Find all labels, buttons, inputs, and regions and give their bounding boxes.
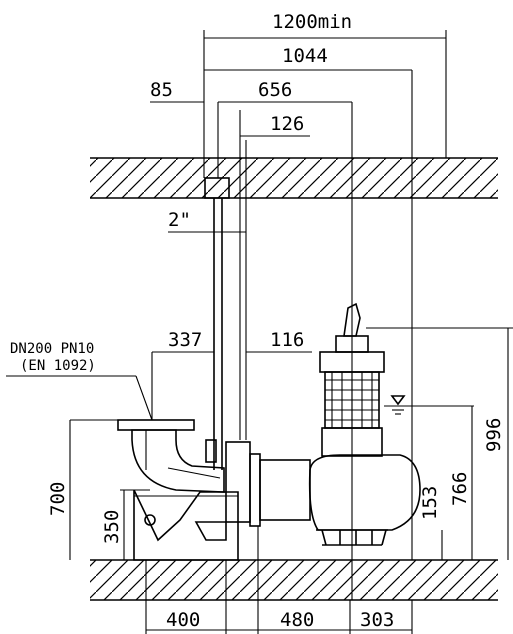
dim-pump-offset: 303 — [360, 609, 394, 631]
dim-wall-offset: 85 — [150, 79, 173, 101]
coupling-flange — [225, 441, 311, 527]
water-level-icon — [384, 395, 474, 415]
top-dimensions — [150, 30, 447, 600]
floor-slab — [90, 559, 498, 601]
base-stand — [133, 439, 239, 561]
left-dimensions — [69, 419, 150, 560]
ceiling-slab — [90, 157, 498, 199]
dim-clearance: 1200min — [272, 11, 352, 33]
dim-guide-pipe: 2" — [168, 209, 191, 231]
guide-rails — [204, 110, 247, 470]
dim-outlet-height: 153 — [419, 486, 441, 520]
dim-coupling-to-pump: 480 — [280, 609, 314, 631]
dim-overall-width: 1044 — [282, 45, 328, 67]
dim-water-level: 766 — [449, 472, 471, 506]
mid-dimensions — [6, 327, 513, 560]
dim-discharge-height: 700 — [47, 482, 69, 516]
flange-note-line2: (EN 1092) — [20, 358, 96, 374]
dim-coupling-offset: 116 — [270, 329, 304, 351]
dim-pipe-to-pump: 656 — [258, 79, 292, 101]
dim-base-height: 350 — [101, 510, 123, 544]
dim-rail-spacing: 126 — [270, 113, 304, 135]
dim-pump-height: 996 — [483, 418, 505, 452]
bottom-dimensions — [145, 526, 413, 634]
flange-note-line1: DN200 PN10 — [10, 341, 94, 357]
dim-base-width: 400 — [166, 609, 200, 631]
discharge-bend — [117, 419, 225, 493]
pump-body — [308, 302, 421, 546]
dim-flange-offset: 337 — [168, 329, 202, 351]
